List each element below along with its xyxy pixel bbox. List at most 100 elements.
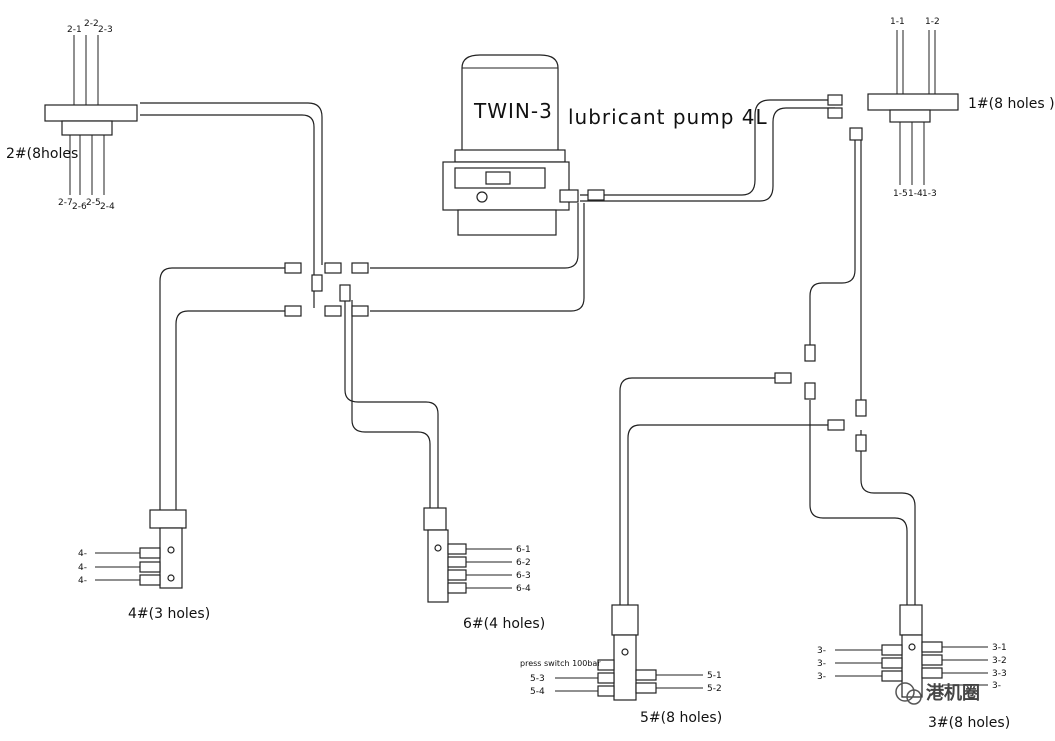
fitting	[855, 399, 867, 417]
distributor-5-body	[613, 634, 637, 701]
pipe-center-to-d6-a	[344, 300, 439, 508]
pipe-right-to-d5-b	[627, 424, 840, 605]
outlet-fitting	[881, 644, 903, 656]
distributor-3-bolt	[908, 643, 916, 651]
distributor-2-label: 2#(8holes	[6, 146, 78, 162]
outlet-label-3-1: 3-1	[992, 643, 1007, 653]
distributor-3-connector	[899, 604, 923, 636]
outlet-fitting	[447, 556, 467, 568]
watermark-text: 港机圈	[926, 683, 980, 704]
outlet-fitting	[597, 672, 615, 684]
fitting	[804, 382, 816, 400]
outlet-label-4: 4-	[78, 563, 87, 573]
outlet-label-1-3: 1-3	[922, 189, 937, 199]
fitting	[774, 372, 792, 384]
wechat-icon	[895, 682, 915, 702]
distributor-5-bolt	[621, 648, 629, 656]
fitting	[324, 262, 342, 274]
distributor-3: 3- 3- 3- 3-1 3-2 3-3 3- 3#(8 holes)	[817, 604, 1010, 731]
outlet-label-2-6: 2-6	[72, 202, 87, 212]
outlet-label-5-1: 5-1	[707, 671, 722, 681]
fitting	[849, 127, 863, 141]
outlet-fitting	[139, 561, 161, 573]
pump-title: lubricant pump 4L	[568, 105, 768, 129]
outlet-label-4: 4-	[78, 576, 87, 586]
distributor-4-connector	[149, 509, 187, 529]
distributor-4: 4- 4- 4- 4#(3 holes)	[78, 509, 210, 622]
pipe-d2-to-center-a	[140, 102, 323, 265]
outlet-label-6-4: 6-4	[516, 584, 531, 594]
outlet-fitting	[447, 582, 467, 594]
pipe-pump-to-d1-b	[580, 107, 835, 202]
outlet-label-5-2: 5-2	[707, 684, 722, 694]
fitting	[855, 434, 867, 452]
outlet-fitting	[921, 667, 943, 679]
pipe-right-to-d3-b	[860, 430, 916, 605]
outlet-label-2-1: 2-1	[67, 25, 82, 35]
distributor-6-body	[427, 529, 449, 603]
outlet-label-4: 4-	[78, 549, 87, 559]
outlet-label-1-2: 1-2	[925, 17, 940, 27]
pipe-center-to-d4-a	[159, 267, 290, 510]
fitting	[351, 262, 369, 274]
outlet-label-6-3: 6-3	[516, 571, 531, 581]
outlet-label-2-4: 2-4	[100, 202, 115, 212]
distributor-5-label: 5#(8 holes)	[640, 710, 722, 726]
fitting	[339, 284, 351, 302]
distributor-1: 1-1 1-2 1-5 1-4 1-3 1#(8 holes )	[867, 17, 1055, 199]
outlet-fitting	[635, 682, 657, 694]
pump-foot	[457, 209, 557, 236]
pipe-right-to-d5-a	[619, 377, 790, 605]
distributor-6-label: 6#(4 holes)	[463, 616, 545, 632]
distributor-4-bolt	[167, 546, 175, 554]
outlet-label-3: 3-	[992, 681, 1001, 691]
outlet-fitting	[881, 670, 903, 682]
fitting	[311, 274, 323, 292]
outlet-label-2-7: 2-7	[58, 198, 73, 208]
outlet-fitting	[139, 574, 161, 586]
fitting	[827, 107, 843, 119]
pipe-d1-down-a	[809, 128, 856, 345]
outlet-fitting	[139, 547, 161, 559]
pump-assembly: TWIN-3 lubricant pump 4L	[442, 54, 768, 236]
fittings	[284, 94, 867, 452]
wechat-icon-bubble	[906, 689, 922, 705]
pump-knob	[476, 191, 488, 203]
distributor-1-body	[867, 93, 959, 111]
outlet-label-1-1: 1-1	[890, 17, 905, 27]
distributor-3-label: 3#(8 holes)	[928, 715, 1010, 731]
fitting	[324, 305, 342, 317]
distributor-4-bolt	[167, 574, 175, 582]
outlet-label-3-2: 3-2	[992, 656, 1007, 666]
fitting	[351, 305, 369, 317]
distributor-4-label: 4#(3 holes)	[128, 606, 210, 622]
outlet-label-5-4: 5-4	[530, 687, 545, 697]
distributor-1-label: 1#(8 holes )	[968, 96, 1055, 112]
watermark: 港机圈	[895, 682, 980, 705]
outlet-fitting	[921, 641, 943, 653]
outlet-label-3: 3-	[817, 672, 826, 682]
pipe-network	[140, 99, 916, 605]
outlet-label-2-3: 2-3	[98, 25, 113, 35]
pipe-right-to-d3-a	[809, 400, 908, 605]
distributor-2-block	[61, 120, 113, 136]
pump-gauge	[485, 171, 511, 185]
distributor-1-block	[889, 109, 931, 123]
outlet-label-2-2: 2-2	[84, 19, 99, 29]
distributor-5-connector	[611, 604, 639, 636]
distributor-2: 2-1 2-2 2-3 2-7 2-6 2-5 2-4 2#(8holes	[6, 19, 138, 212]
fitting	[827, 94, 843, 106]
outlet-label-6-1: 6-1	[516, 545, 531, 555]
fitting	[587, 189, 605, 201]
press-switch-label: press switch 100bar	[520, 659, 601, 668]
pipe-d2-to-center-b	[140, 114, 315, 308]
outlet-label-5-3: 5-3	[530, 674, 545, 684]
outlet-label-1-4: 1-4	[908, 189, 923, 199]
press-switch-fitting	[597, 659, 615, 671]
pipe-center-to-d6-b	[351, 300, 431, 508]
outlet-label-3: 3-	[817, 659, 826, 669]
distributor-6-connector	[423, 507, 447, 531]
outlet-label-6-2: 6-2	[516, 558, 531, 568]
fitting	[827, 419, 845, 431]
